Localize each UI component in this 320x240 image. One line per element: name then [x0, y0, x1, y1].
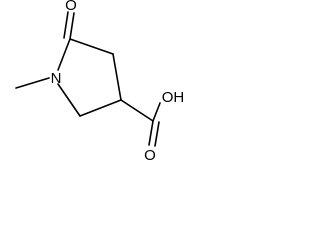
atom-label-nitrogen: N — [51, 70, 62, 87]
bond-c2-o-double-b — [63, 11, 69, 39]
bond-cooh-o-double-a — [148, 120, 154, 146]
bond-c2-c3 — [69, 38, 114, 55]
molecule-structure: O N OH O — [15, 0, 185, 162]
atom-label-acid-carbonyl: O — [144, 147, 156, 162]
atom-label-ring-oxygen: O — [65, 0, 77, 14]
bond-c5-n — [57, 83, 81, 117]
atom-label-acid-hydroxyl: OH — [162, 89, 185, 106]
bond-n-methyl — [15, 77, 50, 89]
bond-c2-o-double-a — [69, 12, 75, 40]
bond-cooh-o-double-b — [154, 121, 160, 147]
bond-c3-c4 — [112, 53, 122, 101]
bond-n-c2 — [57, 38, 71, 71]
bond-c4-c5 — [79, 99, 122, 117]
bond-c4-cooh — [120, 99, 154, 122]
bond-cooh-oh — [152, 102, 161, 122]
